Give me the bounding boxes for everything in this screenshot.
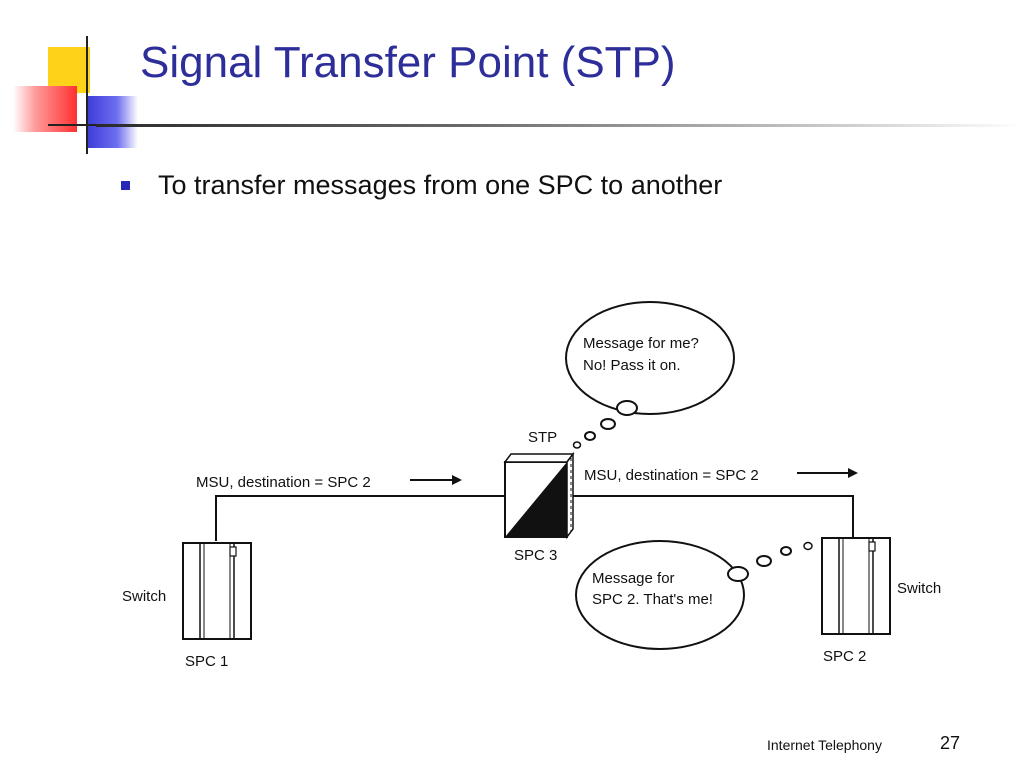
footer-text: Internet Telephony xyxy=(767,737,882,753)
switch-spc1 xyxy=(182,542,252,640)
decor-vertical-line xyxy=(86,36,88,154)
spc2-label: SPC 2 xyxy=(823,648,866,665)
arrow-right-head xyxy=(848,468,858,478)
thought-bubble-spc2 xyxy=(575,540,745,650)
decor-yellow-square xyxy=(48,47,90,93)
bubble-spc2-line1: Message for xyxy=(592,570,675,587)
link-stp-to-spc2 xyxy=(572,495,854,540)
bubble-spc2-dot-1 xyxy=(727,566,749,582)
decor-horizontal-line xyxy=(48,124,96,126)
bubble-spc2-dot-4 xyxy=(803,541,813,551)
bullet-text: To transfer messages from one SPC to ano… xyxy=(158,170,723,200)
bubble-stp-dot-3 xyxy=(584,431,596,441)
msu-label-right: MSU, destination = SPC 2 xyxy=(584,467,759,484)
bubble-spc2-dot-3 xyxy=(780,546,792,556)
spc1-label: SPC 1 xyxy=(185,653,228,670)
bullet-item: To transfer messages from one SPC to ano… xyxy=(121,170,722,201)
stp-label: STP xyxy=(528,429,557,446)
stp-node xyxy=(503,451,575,540)
msu-label-left: MSU, destination = SPC 2 xyxy=(196,474,371,491)
page-number: 27 xyxy=(940,733,961,753)
switch-left-label: Switch xyxy=(122,588,166,605)
bubble-spc2-dot-2 xyxy=(756,555,772,567)
bullet-square-icon xyxy=(121,181,130,190)
bubble-stp-dot-4 xyxy=(572,441,582,449)
thought-bubble-stp xyxy=(565,301,735,415)
title-rule xyxy=(96,124,1024,127)
bubble-stp-line1: Message for me? xyxy=(583,335,699,352)
stp-spc-label: SPC 3 xyxy=(514,547,557,564)
stp-diagram: MSU, destination = SPC 2 MSU, destinatio… xyxy=(122,301,941,670)
slide-title: Signal Transfer Point (STP) xyxy=(140,38,676,87)
bubble-spc2-line2: SPC 2. That's me! xyxy=(592,591,713,608)
bubble-stp-dot-2 xyxy=(600,418,616,430)
switch-right-label: Switch xyxy=(897,580,941,597)
arrow-left-head xyxy=(452,475,462,485)
bubble-stp-line2: No! Pass it on. xyxy=(583,357,681,374)
switch-spc2 xyxy=(821,537,891,635)
decor-blue-square xyxy=(86,96,138,148)
link-spc1-to-stp xyxy=(215,495,505,541)
bubble-stp-dot-1 xyxy=(616,400,638,416)
